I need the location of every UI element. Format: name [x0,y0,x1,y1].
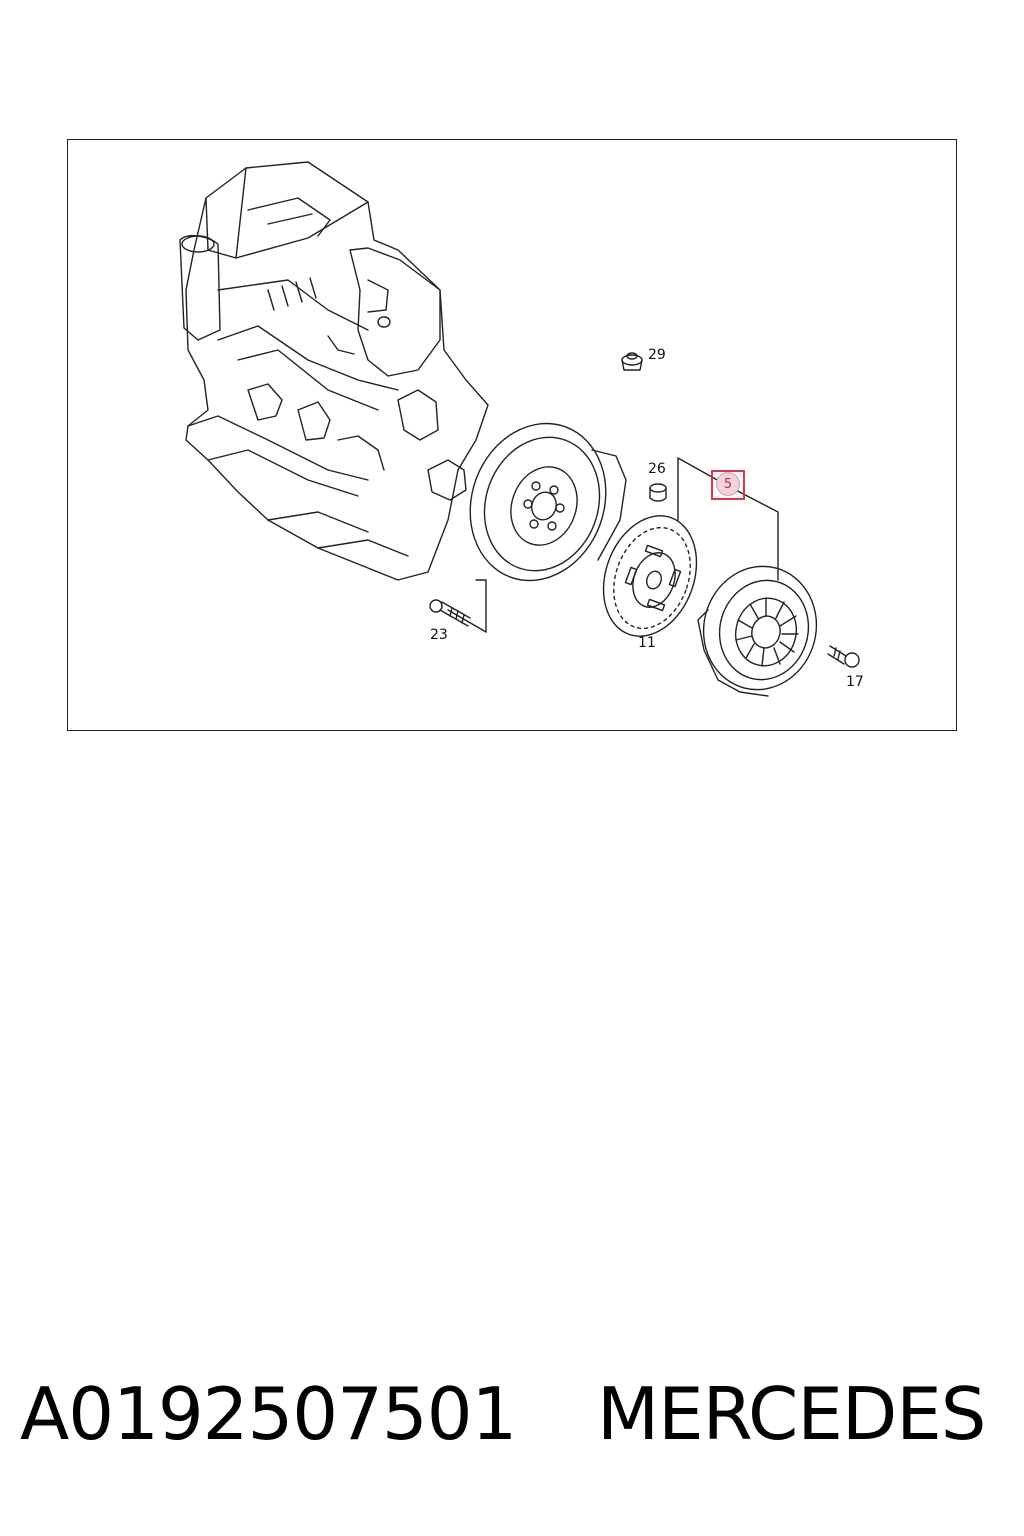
bolt-part-17 [827,645,860,668]
parts-diagram: 29 26 5 11 23 17 [67,139,957,731]
engine-block [179,161,489,581]
brand-name: MERCEDES [597,1372,986,1456]
flywheel [469,422,627,582]
callout-17[interactable]: 17 [846,674,864,690]
clutch-disc-part-11 [602,515,698,637]
callout-26[interactable]: 26 [648,461,666,477]
footer-caption: A0192507501 MERCEDES [0,1372,1024,1472]
selected-part-highlight [711,470,745,500]
pressure-plate-part-5 [697,565,818,697]
bolt-part-23 [429,599,471,627]
callout-29[interactable]: 29 [648,347,666,363]
bushing-part-26 [649,483,667,502]
callout-5[interactable]: 5 [716,472,740,496]
part-number: A0192507501 [20,1372,517,1456]
callout-11[interactable]: 11 [638,635,656,651]
engine-clutch-drawing [179,161,860,697]
grommet-part-29 [621,352,643,371]
callout-23[interactable]: 23 [430,627,448,643]
leader-lines [447,457,779,633]
